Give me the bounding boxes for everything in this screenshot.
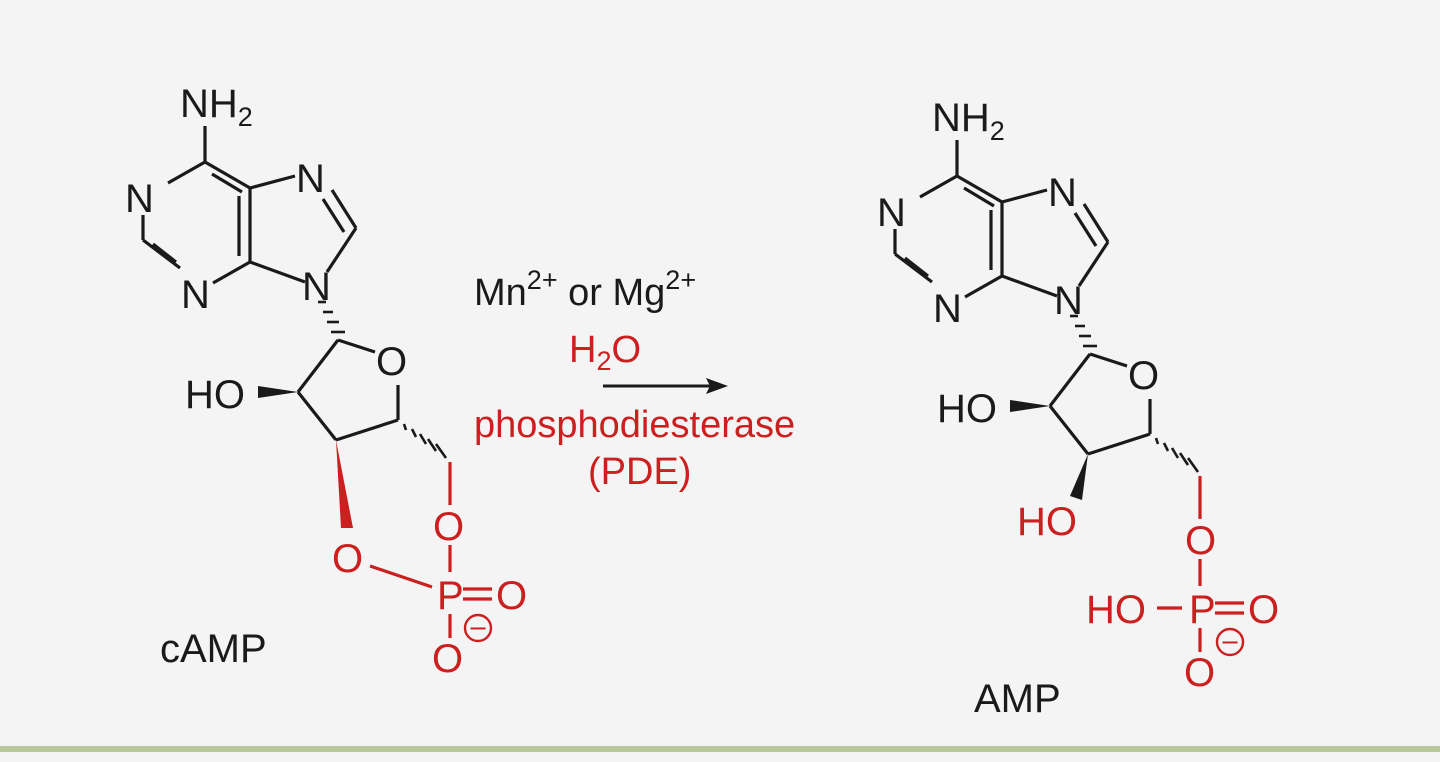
reactant-anionic-oxygen-label: O: [432, 637, 463, 681]
product-sugar-bonds: [1048, 352, 1152, 456]
product-amine-label: NH2: [932, 96, 1005, 146]
reactant-amine-label: NH2: [180, 82, 253, 132]
reactant-hashed-bond-n9: [318, 300, 345, 334]
product-hashed-bond-n9: [1070, 314, 1097, 348]
reactant-n1-label: N: [125, 177, 154, 221]
reactant-wedge-2oh: [258, 386, 298, 398]
product-n9-label: N: [1054, 279, 1083, 323]
reactant-charge-circle: [463, 613, 493, 643]
product-phosphoryl-oxygen-label: O: [1248, 588, 1279, 632]
reactant-molecule: NH2 N N N N O HO O O P O O − cAMP: [125, 82, 527, 681]
reactant-sugar-bonds: [296, 338, 400, 442]
reactant-phosphorus-label: P: [437, 574, 464, 618]
reactant-n3-label: N: [181, 273, 210, 317]
product-molecule: NH2 N N N N O HO HO O P O HO O − AMP: [877, 96, 1279, 721]
reactant-hashed-bond-c4: [402, 423, 448, 459]
reactant-phosphate-bonds: [369, 462, 492, 638]
product-charge-circle: [1215, 627, 1245, 657]
product-2-hydroxyl-label: HO: [937, 387, 997, 431]
product-3-hydroxyl-label: HO: [1017, 500, 1077, 544]
product-n7-label: N: [1048, 171, 1077, 215]
reactant-2-hydroxyl-label: HO: [185, 373, 245, 417]
enzyme-abbreviation-label: (PDE): [588, 451, 691, 493]
reactant-ring-oxygen-label: O: [376, 340, 407, 384]
product-phosphate-hydroxyl-label: HO: [1086, 588, 1146, 632]
product-n1-label: N: [877, 191, 906, 235]
product-anionic-oxygen-label: O: [1184, 651, 1215, 695]
enzyme-name-label: phosphodiesterase: [474, 404, 795, 446]
reactant-3-oxygen-label: O: [332, 537, 363, 581]
reactant-phosphoryl-oxygen-label: O: [496, 574, 527, 618]
reaction-arrow-head: [706, 378, 728, 394]
reactant-negative-charge: −: [468, 614, 488, 642]
reactant-adenine-bonds: [141, 126, 358, 285]
product-adenine-bonds: [893, 140, 1110, 299]
product-phosphate-bonds: [1157, 476, 1244, 652]
reactant-wedge-3o: [336, 440, 353, 528]
product-wedge-2oh: [1010, 400, 1050, 412]
reactant-n7-label: N: [296, 157, 325, 201]
product-5-oxygen-label: O: [1185, 519, 1216, 563]
reactant-5-oxygen-label: O: [433, 505, 464, 549]
metal-cofactors-label: Mn2+ or Mg2+: [474, 265, 696, 314]
product-n3-label: N: [933, 287, 962, 331]
product-ring-oxygen-label: O: [1128, 354, 1159, 398]
product-hashed-bond-c4: [1154, 437, 1200, 473]
product-phosphorus-label: P: [1189, 588, 1216, 632]
product-wedge-3oh: [1070, 454, 1088, 500]
bottom-rule: [0, 746, 1440, 752]
reactant-name-label: cAMP: [160, 627, 267, 671]
reaction-conditions: Mn2+ or Mg2+ H2O phosphodiesterase (PDE): [474, 265, 795, 493]
product-name-label: AMP: [974, 677, 1061, 721]
water-label: H2O: [569, 329, 641, 376]
product-negative-charge: −: [1220, 628, 1240, 656]
reactant-n9-label: N: [302, 265, 331, 309]
